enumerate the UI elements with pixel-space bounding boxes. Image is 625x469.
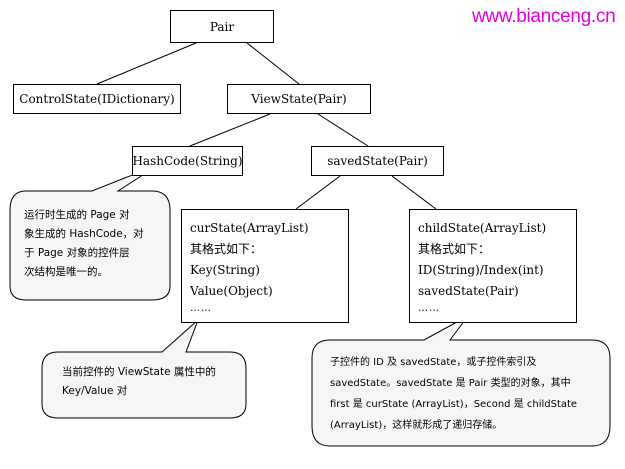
cur-state-line: Key(String) bbox=[190, 263, 260, 277]
cur-state-line: Value(Object) bbox=[190, 284, 273, 298]
callout-line: 于 Page 对象的控件层 bbox=[24, 247, 130, 259]
node-control-state-label: ControlState(IDictionary) bbox=[19, 92, 175, 106]
node-view-state-label: ViewState(Pair) bbox=[251, 92, 347, 106]
node-hash-code: HashCode(String) bbox=[132, 146, 243, 176]
node-pair-label: Pair bbox=[209, 19, 235, 34]
callout-childstate-shape bbox=[311, 315, 611, 447]
node-saved-state: savedState(Pair) bbox=[311, 146, 444, 176]
cur-state-line: 其格式如下： bbox=[190, 242, 263, 256]
edge-pair-controlstate bbox=[96, 42, 197, 85]
cur-state-ellipsis: …… bbox=[190, 303, 212, 314]
callout-childstate-text: 子控件的 ID 及 savedState，或子控件索引及 savedState。… bbox=[330, 352, 608, 436]
callout-line: 子控件的 ID 及 savedState，或子控件索引及 bbox=[330, 357, 537, 368]
callout-line: Key/Value 对 bbox=[62, 385, 128, 397]
child-state-ellipsis: …… bbox=[418, 303, 440, 314]
node-view-state: ViewState(Pair) bbox=[227, 84, 371, 114]
callout-viewstate-shape bbox=[41, 319, 247, 419]
edge-savedstate-curstate bbox=[295, 175, 341, 210]
callout-line: first 是 curState (ArrayList)，Second 是 ch… bbox=[330, 399, 578, 410]
child-state-line: savedState(Pair) bbox=[418, 284, 519, 298]
callout-line: 运行时生成的 Page 对 bbox=[24, 209, 130, 221]
node-pair: Pair bbox=[170, 10, 274, 43]
node-control-state: ControlState(IDictionary) bbox=[13, 84, 181, 114]
callout-line: (ArrayList)，这样就形成了递归存储。 bbox=[330, 420, 503, 431]
callout-bubbles bbox=[9, 163, 611, 447]
connector-lines bbox=[96, 42, 437, 210]
node-hash-code-label: HashCode(String) bbox=[132, 154, 243, 168]
child-state-line: 其格式如下： bbox=[418, 242, 491, 256]
callout-line: savedState。savedState 是 Pair 类型的对象，其中 bbox=[330, 378, 571, 389]
node-cur-state: curState(ArrayList) 其格式如下： Key(String) V… bbox=[181, 209, 349, 323]
watermark-text: www.bianceng.cn bbox=[472, 6, 616, 27]
cur-state-line: curState(ArrayList) bbox=[190, 221, 309, 235]
callout-viewstate-text: 当前控件的 ViewState 属性中的 Key/Value 对 bbox=[62, 363, 244, 401]
callout-line: 当前控件的 ViewState 属性中的 bbox=[62, 366, 216, 378]
node-saved-state-label: savedState(Pair) bbox=[327, 154, 428, 168]
edge-pair-viewstate bbox=[246, 42, 300, 85]
node-child-state: childState(ArrayList) 其格式如下： ID(String)/… bbox=[409, 209, 577, 323]
callout-line: 象生成的 HashCode，对 bbox=[24, 228, 144, 240]
callout-hashcode-text: 运行时生成的 Page 对 象生成的 HashCode，对 于 Page 对象的… bbox=[24, 206, 168, 282]
callout-hashcode-shape bbox=[9, 163, 171, 301]
edge-viewstate-savedstate bbox=[317, 113, 369, 147]
callout-line: 次结构是唯一的。 bbox=[24, 266, 108, 278]
child-state-line: childState(ArrayList) bbox=[418, 221, 547, 235]
edge-savedstate-childstate bbox=[391, 175, 437, 210]
child-state-line: ID(String)/Index(int) bbox=[418, 263, 544, 277]
edge-viewstate-hashcode bbox=[189, 113, 271, 147]
